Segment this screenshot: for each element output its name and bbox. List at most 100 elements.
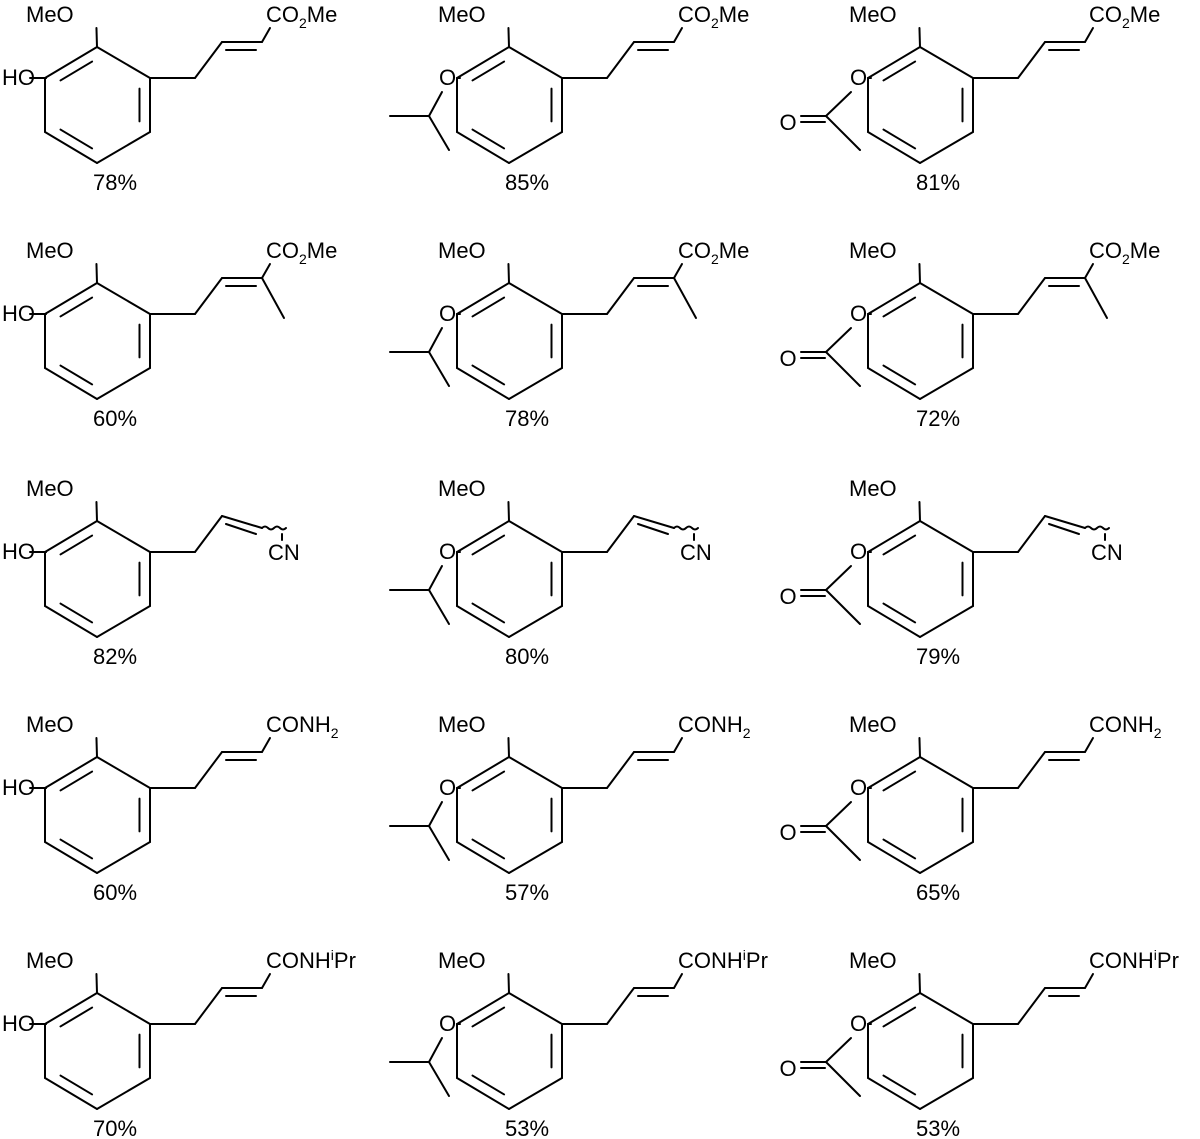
alkene-double-bond	[225, 523, 257, 535]
isopropyl-bond	[428, 565, 443, 591]
yield-label: 53%	[916, 1116, 960, 1139]
methoxy-bond	[507, 972, 510, 994]
methoxy-bond	[918, 972, 921, 994]
ewg-main: CONH	[678, 948, 743, 973]
ewg-tail: Me	[307, 238, 338, 263]
yield-label: 79%	[916, 644, 960, 669]
methoxy-label: MeO	[849, 2, 897, 27]
nitrile-label: CN	[680, 540, 712, 565]
ring-double-bond	[471, 602, 506, 624]
ring-bond	[919, 282, 974, 315]
chain-bond	[194, 751, 223, 789]
ewg-main: CO	[266, 2, 299, 27]
ring-bond	[96, 282, 151, 315]
ring-double-bond	[59, 1006, 94, 1028]
isopropyl-bond	[428, 1037, 443, 1063]
ring-bond	[456, 520, 510, 553]
ring-double-bond	[882, 770, 917, 792]
ewg-bond	[1084, 27, 1094, 43]
methoxy-label: MeO	[849, 238, 897, 263]
acetyl-methyl-bond	[825, 589, 861, 625]
methoxy-bond	[918, 262, 921, 284]
ring-bond	[96, 46, 151, 79]
ewg-label: CO2Me	[1089, 2, 1160, 31]
ewg-subscript: 2	[743, 725, 751, 741]
ewg-bond	[261, 973, 271, 989]
wavy-bond	[673, 525, 699, 531]
yield-label: 85%	[505, 170, 549, 195]
chain-bond	[1017, 515, 1046, 553]
methoxy-label: MeO	[849, 948, 897, 973]
methoxy-bond	[95, 500, 98, 522]
ring-double-bond	[882, 1006, 917, 1028]
yield-label: 72%	[916, 406, 960, 431]
ring-double-bond	[882, 60, 917, 82]
ring-double-bond	[471, 296, 506, 318]
alkene-double-bond	[1048, 523, 1080, 535]
ring-bond	[867, 46, 921, 79]
ewg-label: CO2Me	[266, 2, 337, 31]
yield-label: 78%	[93, 170, 137, 195]
ring-bond	[456, 992, 510, 1025]
ewg-tail: Me	[719, 238, 750, 263]
ewg-subscript: 2	[1122, 15, 1130, 31]
ewg-bond	[673, 737, 683, 753]
chain-bond	[194, 987, 223, 1025]
alkene-double-bond	[637, 523, 669, 535]
ewg-main: CO	[678, 238, 711, 263]
alkene-bond	[221, 515, 263, 529]
ether-oxygen-label: O	[850, 65, 867, 90]
ether-oxygen-label: O	[439, 301, 456, 326]
wavy-bond	[1084, 525, 1110, 531]
ewg-main: CONH	[266, 948, 331, 973]
ring-double-bond	[471, 838, 506, 860]
methoxy-bond	[507, 736, 510, 758]
ewg-tail: Me	[1130, 2, 1161, 27]
ether-oxygen-label: O	[850, 539, 867, 564]
ring-bond	[44, 605, 98, 638]
ring-double-bond	[59, 1074, 94, 1096]
methoxy-bond	[95, 972, 98, 994]
acetyl-bond	[825, 565, 852, 591]
ewg-label: CO2Me	[678, 2, 749, 31]
ring-bond	[508, 282, 563, 315]
carbonyl-oxygen-label: O	[779, 1056, 796, 1081]
yield-label: 82%	[93, 644, 137, 669]
yield-label: 80%	[505, 644, 549, 669]
acetyl-bond	[825, 327, 852, 353]
isopropyl-bond	[428, 589, 450, 625]
ring-bond	[456, 756, 510, 789]
acetyl-bond	[825, 91, 852, 117]
nitrile-label: CN	[268, 540, 300, 565]
ring-bond	[96, 841, 151, 874]
yield-label: 65%	[916, 880, 960, 905]
ewg-subscript: 2	[331, 725, 339, 741]
ewg-bond	[673, 27, 683, 43]
ring-bond	[919, 131, 974, 164]
yield-label: 81%	[916, 170, 960, 195]
chain-bond	[1017, 277, 1046, 315]
methyl-branch-bond	[1084, 277, 1108, 319]
ring-double-bond	[882, 1074, 917, 1096]
methoxy-label: MeO	[438, 238, 486, 263]
chain-bond	[606, 987, 635, 1025]
chain-bond	[1017, 987, 1046, 1025]
methoxy-label: MeO	[26, 476, 74, 501]
ring-bond	[456, 841, 510, 874]
carbonyl-oxygen-label: O	[779, 820, 796, 845]
ring-bond	[867, 841, 921, 874]
methoxy-bond	[507, 26, 510, 48]
ring-bond	[508, 756, 563, 789]
methoxy-label: MeO	[438, 948, 486, 973]
chain-bond	[194, 277, 223, 315]
carbonyl-oxygen-label: O	[779, 346, 796, 371]
acetyl-methyl-bond	[825, 1061, 861, 1097]
ewg-subscript: 2	[711, 15, 719, 31]
isopropyl-bond	[428, 115, 450, 151]
ewg-main: CO	[266, 238, 299, 263]
